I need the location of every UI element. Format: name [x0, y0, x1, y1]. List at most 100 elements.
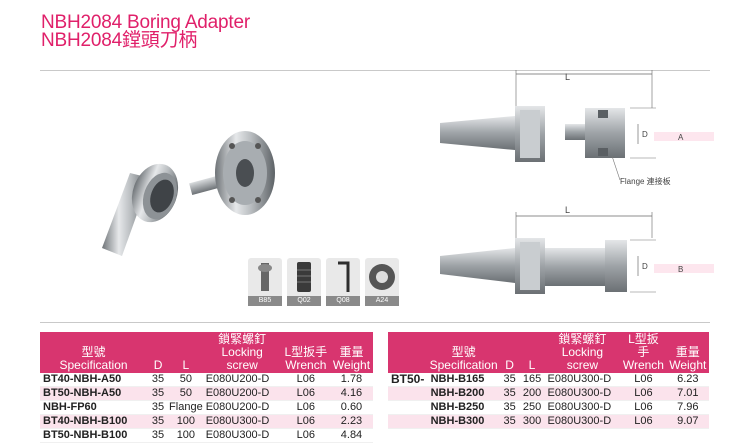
cell-weight: 4.84	[329, 428, 373, 443]
cell-spec: BT40-NBH-A50	[40, 373, 148, 387]
header-locking-screw: 鎖緊螺釘 Locking screw	[544, 332, 621, 373]
cell-d: 35	[147, 414, 170, 429]
cell-spec: NBH-B250	[427, 400, 500, 415]
cell-wrench: L06	[281, 400, 330, 415]
header-prefix-spacer	[388, 332, 428, 373]
cell-l: 165	[519, 373, 545, 387]
cell-weight: 2.23	[329, 414, 373, 429]
header-wrench: L型扳手 Wrench	[620, 332, 667, 373]
cell-d: 35	[499, 400, 520, 415]
label-B: B	[678, 265, 683, 274]
cell-prefix-empty	[388, 386, 428, 401]
nut-icon	[369, 264, 395, 290]
dim-D-label-top: D	[642, 130, 648, 139]
cell-l: 200	[519, 386, 545, 401]
cell-screw: E080U300-D	[544, 414, 621, 429]
cell-spec: NBH-FP60	[40, 400, 148, 415]
cell-spec: BT50-NBH-B100	[40, 428, 148, 443]
cell-screw: E080U200-D	[202, 386, 282, 401]
cell-wrench: L06	[281, 373, 330, 387]
header-locking-screw: 鎖緊螺釘 Locking screw	[202, 332, 282, 373]
page-title: NBH2084 Boring Adapter	[41, 12, 250, 33]
header-spec-en: Specification	[429, 358, 498, 372]
dim-L-label-top: L	[565, 72, 570, 82]
cell-weight: 1.78	[329, 373, 373, 387]
cell-d: 35	[147, 373, 170, 387]
header-spec-en: Specification	[59, 358, 128, 372]
table-row: BT50-NBH-A50 35 50 E080U200-D L06 4.16	[40, 386, 373, 401]
cell-d: 35	[499, 373, 520, 387]
cell-l: Flange	[169, 400, 203, 415]
cell-d: 35	[499, 386, 520, 401]
thumbnail-label: A24	[365, 296, 399, 306]
table-row: BT40-NBH-B100 35 100 E080U300-D L06 2.23	[40, 414, 373, 429]
cell-prefix-empty	[388, 414, 428, 429]
cell-wrench: L06	[620, 373, 667, 387]
cell-weight: 7.96	[666, 400, 709, 415]
header-weight: 重量 Weight	[329, 332, 373, 373]
table-row: BT50- NBH-B165 35 165 E080U300-D L06 6.2…	[388, 373, 709, 387]
spec-table-left: 型號 Specification D L 鎖緊螺釘 Locking screw …	[40, 332, 373, 443]
cell-screw: E080U300-D	[544, 400, 621, 415]
header-weight-zh: 重量	[675, 345, 700, 359]
header-spec-zh: 型號	[451, 345, 476, 359]
page-subtitle-chinese: NBH2084鏜頭刀柄	[41, 30, 198, 51]
dim-L-label-bottom: L	[565, 205, 570, 215]
cell-d: 35	[147, 400, 170, 415]
header-screw-zh: 鎖緊螺釘	[558, 332, 607, 346]
cell-weight: 6.23	[666, 373, 709, 387]
header-screw-zh: 鎖緊螺釘	[218, 332, 267, 346]
table-row: NBH-B250 35 250 E080U300-D L06 7.96	[388, 400, 709, 415]
thumbnail-nut: A24	[365, 258, 399, 306]
header-weight-zh: 重量	[339, 345, 364, 359]
header-l: L	[519, 332, 545, 373]
cell-l: 100	[169, 428, 203, 443]
table-row: NBH-B200 35 200 E080U300-D L06 7.01	[388, 386, 709, 401]
header-weight-en: Weight	[669, 358, 707, 372]
thumbnail-wrench: Q08	[326, 258, 360, 306]
accessory-thumbnails: B85 Q02 Q08 A24	[248, 258, 400, 308]
cell-wrench: L06	[281, 428, 330, 443]
spec-table-right: 型號 Specification D L 鎖緊螺釘 Locking screw …	[388, 332, 709, 429]
cell-wrench: L06	[281, 414, 330, 429]
cell-screw: E080U300-D	[544, 386, 621, 401]
header-specification: 型號 Specification	[427, 332, 500, 373]
flange-note: Flange 連接板	[620, 176, 671, 186]
cell-weight: 7.01	[666, 386, 709, 401]
title-divider	[40, 70, 710, 71]
header-wrench-zh: L型扳手	[284, 345, 328, 359]
thumbnail-screw: Q02	[287, 258, 321, 306]
section-divider	[40, 322, 710, 323]
table-row: NBH-FP60 35 Flange E080U200-D L06 0.60	[40, 400, 373, 415]
taper-shank-top	[440, 116, 515, 150]
cell-wrench: L06	[281, 386, 330, 401]
cell-d: 35	[499, 414, 520, 429]
thumbnail-label: Q02	[287, 296, 321, 306]
header-wrench-en: Wrench	[622, 358, 664, 372]
cell-spec: NBH-B165	[427, 373, 500, 387]
header-wrench: L型扳手 Wrench	[281, 332, 330, 373]
header-d: D	[499, 332, 520, 373]
technical-drawing: L D A Flange 連接板 L D B	[440, 70, 714, 294]
cell-weight: 0.60	[329, 400, 373, 415]
table-row: BT40-NBH-A50 35 50 E080U200-D L06 1.78	[40, 373, 373, 387]
cell-l: 50	[169, 386, 203, 401]
table-header-row: 型號 Specification D L 鎖緊螺釘 Locking screw …	[40, 332, 373, 373]
cell-wrench: L06	[620, 414, 667, 429]
header-spec-zh: 型號	[81, 345, 106, 359]
header-weight: 重量 Weight	[666, 332, 709, 373]
cell-spec: NBH-B300	[427, 414, 500, 429]
wrench-icon	[338, 261, 350, 292]
product-photo	[102, 131, 275, 256]
cell-wrench: L06	[620, 400, 667, 415]
table-header-row: 型號 Specification D L 鎖緊螺釘 Locking screw …	[388, 332, 709, 373]
screw-icon	[297, 262, 311, 292]
cell-prefix-empty	[388, 400, 428, 415]
cell-screw: E080U200-D	[202, 373, 282, 387]
cell-wrench: L06	[620, 386, 667, 401]
cell-l: 300	[519, 414, 545, 429]
cell-d: 35	[147, 386, 170, 401]
taper-shank-bottom	[440, 248, 515, 283]
header-wrench-en: Wrench	[285, 358, 327, 372]
cell-l: 100	[169, 414, 203, 429]
